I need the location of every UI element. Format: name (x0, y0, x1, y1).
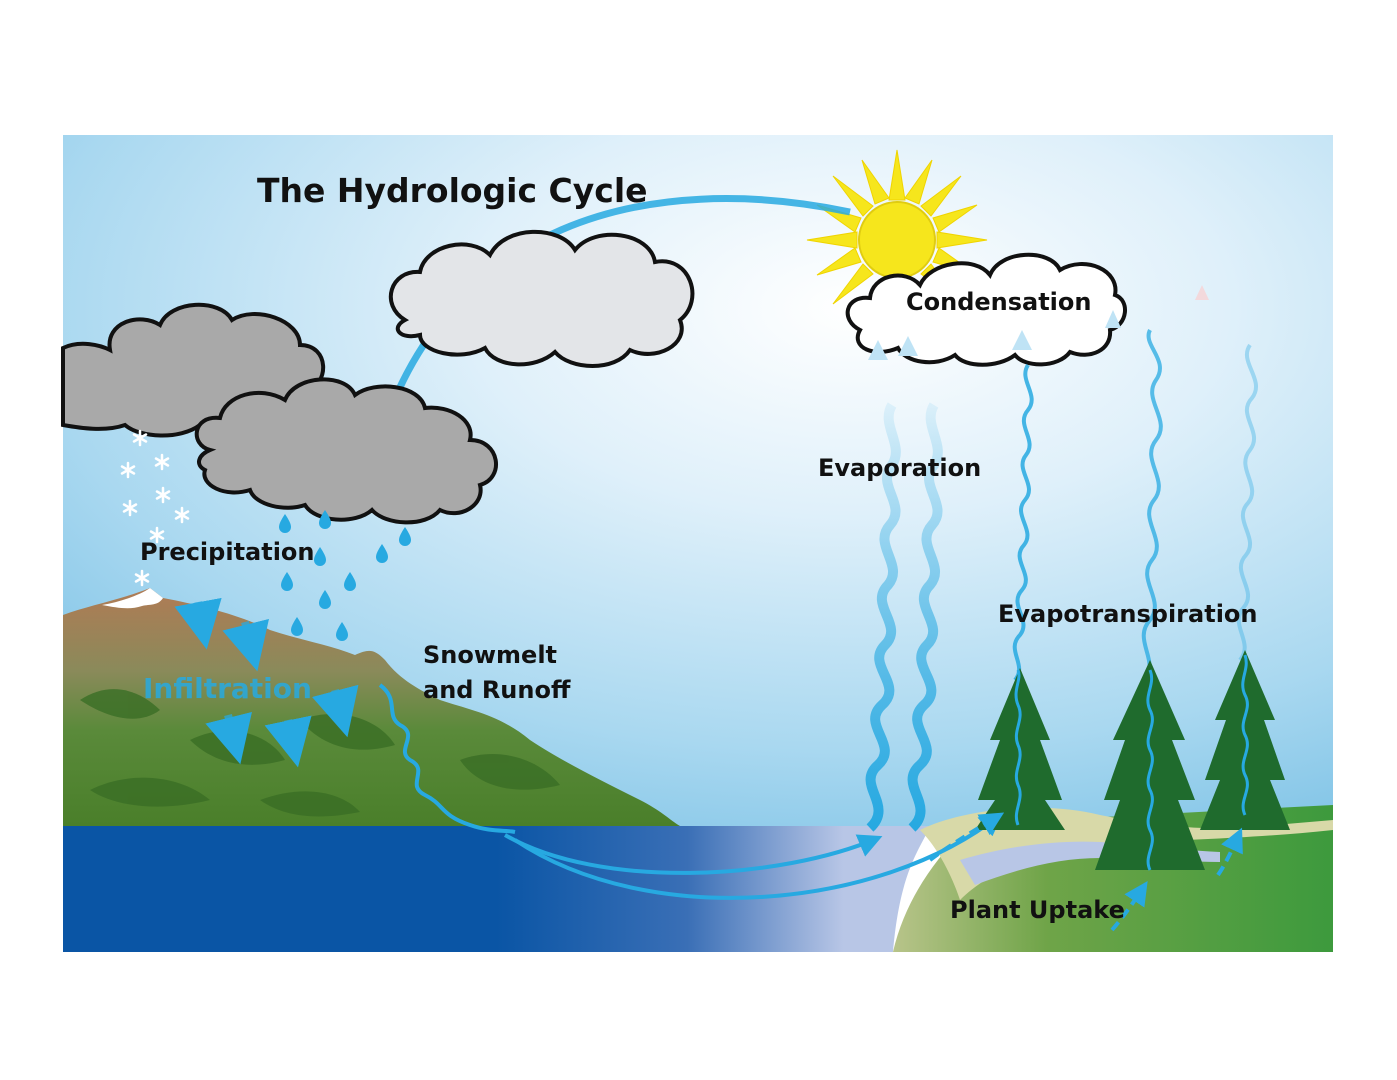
label-evaporation: Evaporation (818, 454, 981, 482)
evaporation-lines (865, 402, 943, 832)
runoff-arrow (503, 833, 883, 875)
cloud-icon (845, 252, 1127, 367)
cloud-icon (388, 229, 695, 368)
plant-uptake-arrows (928, 812, 1243, 932)
diagram-title: The Hydrologic Cycle (257, 171, 648, 210)
transport-arrow (363, 195, 851, 464)
water-body (63, 826, 930, 952)
label-condensation: Condensation (906, 288, 1091, 316)
label-snowmelt-line1: Snowmelt (423, 641, 557, 669)
label-precipitation: Precipitation (140, 538, 315, 566)
condensation-arrows (868, 285, 1209, 360)
label-evapotranspiration: Evapotranspiration (998, 600, 1258, 628)
plant-uptake-lines (1014, 654, 1249, 871)
infiltration-arrows (174, 597, 359, 768)
cloud-icon (194, 377, 498, 525)
label-snowmelt-line2: and Runoff (423, 676, 571, 704)
runoff-stream (378, 683, 516, 834)
label-infiltration: Infiltration (143, 672, 312, 705)
mountain-snowcap (102, 588, 163, 609)
label-plant-uptake: Plant Uptake (950, 896, 1125, 924)
evapotranspiration-lines (1012, 329, 1258, 682)
